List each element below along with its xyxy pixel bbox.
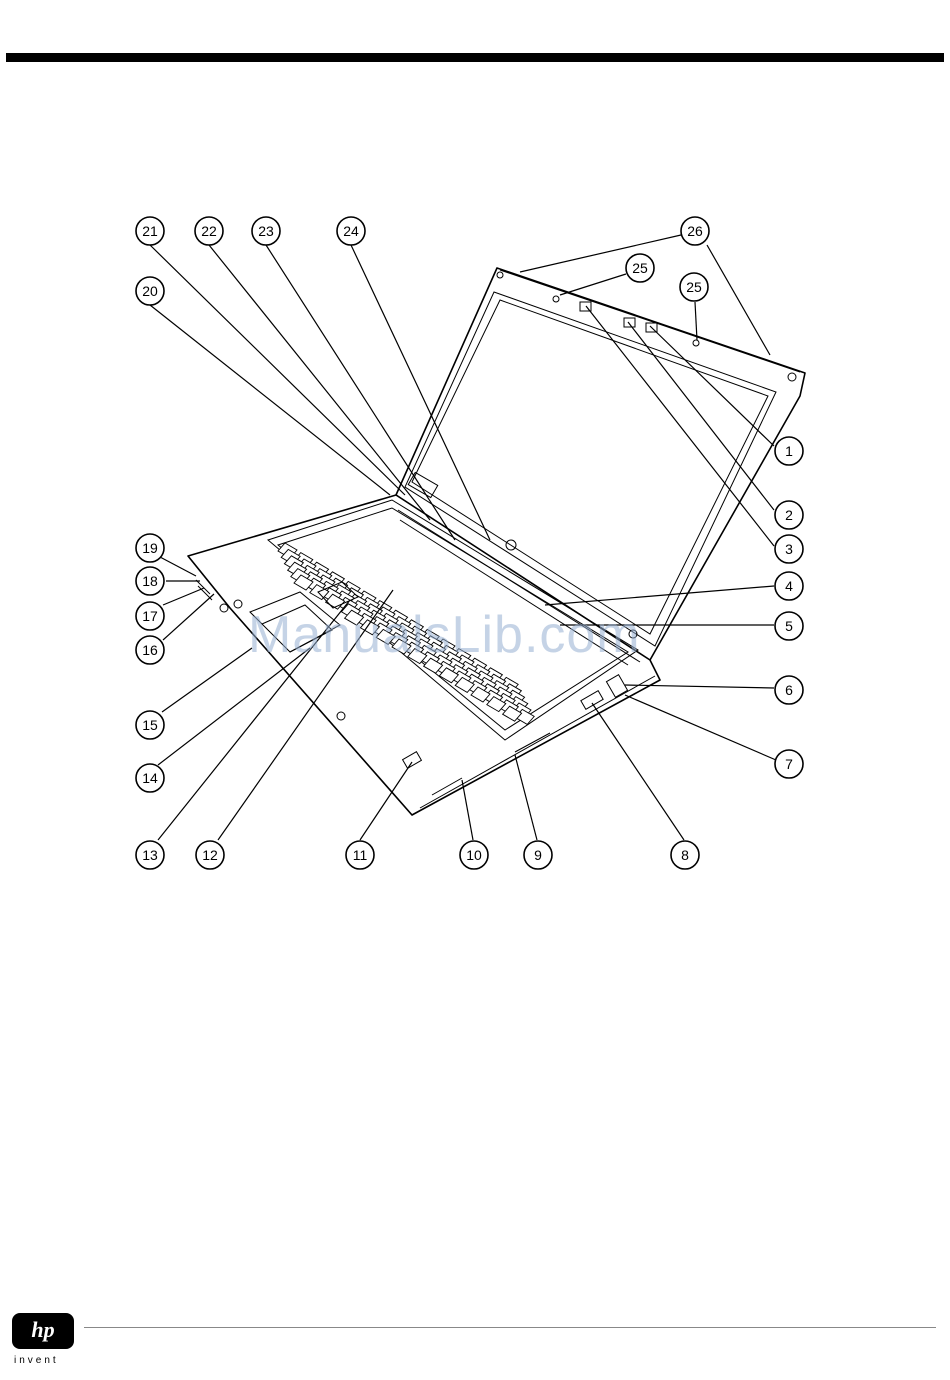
callout-15: 15: [136, 711, 164, 739]
svg-text:5: 5: [785, 618, 793, 634]
callout-1: 1: [775, 437, 803, 465]
callout-7: 7: [775, 750, 803, 778]
svg-text:10: 10: [466, 847, 482, 863]
svg-text:7: 7: [785, 756, 793, 772]
callout-8: 8: [671, 841, 699, 869]
svg-text:4: 4: [785, 578, 793, 594]
svg-text:8: 8: [681, 847, 689, 863]
svg-text:11: 11: [353, 847, 368, 863]
callout-6: 6: [775, 676, 803, 704]
watermark: ManualsLib.com: [248, 605, 641, 665]
svg-text:23: 23: [258, 223, 274, 239]
callout-26: 26: [681, 217, 709, 245]
callout-19: 19: [136, 534, 164, 562]
svg-text:15: 15: [142, 717, 158, 733]
svg-text:21: 21: [142, 223, 158, 239]
hp-logo: hp: [12, 1313, 74, 1349]
svg-text:25: 25: [686, 279, 702, 295]
callout-12: 12: [196, 841, 224, 869]
callout-4: 4: [775, 572, 803, 600]
callout-25-left: 25: [626, 254, 654, 282]
svg-text:3: 3: [785, 541, 793, 557]
svg-text:1: 1: [785, 443, 793, 459]
callout-9: 9: [524, 841, 552, 869]
svg-text:13: 13: [142, 847, 158, 863]
svg-text:22: 22: [201, 223, 217, 239]
callout-10: 10: [460, 841, 488, 869]
svg-text:2: 2: [785, 507, 793, 523]
svg-text:24: 24: [343, 223, 359, 239]
svg-text:26: 26: [687, 223, 703, 239]
callout-21: 21: [136, 217, 164, 245]
callout-3: 3: [775, 535, 803, 563]
svg-text:25: 25: [632, 260, 648, 276]
callout-24: 24: [337, 217, 365, 245]
callout-23: 23: [252, 217, 280, 245]
callout-5: 5: [775, 612, 803, 640]
svg-text:16: 16: [142, 642, 158, 658]
callout-18: 18: [136, 567, 164, 595]
svg-text:14: 14: [142, 770, 158, 786]
svg-text:9: 9: [534, 847, 542, 863]
svg-text:18: 18: [142, 573, 158, 589]
callout-25-right: 25: [680, 273, 708, 301]
svg-text:19: 19: [142, 540, 158, 556]
svg-text:6: 6: [785, 682, 793, 698]
hp-invent-tagline: invent: [14, 1355, 59, 1366]
callout-22: 22: [195, 217, 223, 245]
svg-text:12: 12: [202, 847, 218, 863]
callout-16: 16: [136, 636, 164, 664]
svg-text:hp: hp: [31, 1317, 54, 1342]
callout-11: 11: [346, 841, 374, 869]
callout-13: 13: [136, 841, 164, 869]
svg-text:20: 20: [142, 283, 158, 299]
svg-text:17: 17: [142, 608, 158, 624]
callout-17: 17: [136, 602, 164, 630]
callout-20: 20: [136, 277, 164, 305]
callout-2: 2: [775, 501, 803, 529]
footer-rule: [84, 1327, 936, 1328]
callout-14: 14: [136, 764, 164, 792]
